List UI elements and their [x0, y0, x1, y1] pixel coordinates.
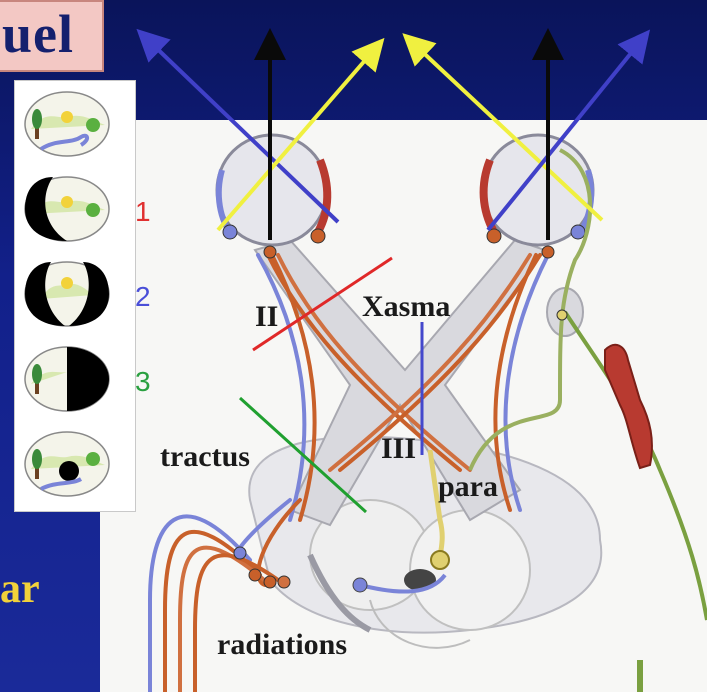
- label-chiasm: Xasma: [362, 290, 451, 323]
- label-optic-nerve: II: [255, 300, 279, 333]
- optic-fibers: [148, 253, 550, 692]
- thumbnail-number-2: 2: [135, 281, 151, 312]
- parasympathetic-fiber: [352, 449, 450, 594]
- lesion-line-3: [238, 396, 368, 514]
- nucleus-dark: [404, 569, 436, 591]
- arrow-blue-left: [136, 28, 340, 224]
- label-third-nucleus: III: [381, 432, 417, 465]
- visual-field-deficit-2: [24, 261, 110, 327]
- visual-field-thumbnails: 1 2 3: [14, 80, 151, 512]
- visual-field-arrows: [136, 28, 651, 240]
- slide-title: uel: [2, 4, 75, 64]
- slide-subtitle: ar: [0, 566, 40, 612]
- geniculate-bodies: [233, 546, 291, 589]
- arrow-yellow-left: [216, 37, 385, 232]
- ciliary-nerve: [468, 148, 707, 692]
- arrow-yellow-right: [402, 33, 604, 222]
- title-box: uel: [0, 0, 104, 72]
- visual-field-scotoma: [24, 431, 110, 497]
- label-para: para: [438, 470, 498, 503]
- arrow-blue-right: [486, 29, 651, 232]
- lesion-marks: [238, 256, 424, 514]
- artery: [604, 343, 653, 470]
- radiations-arrow: [307, 553, 372, 633]
- visual-field-deficit-1: [24, 176, 110, 242]
- label-radiations: radiations: [217, 628, 348, 661]
- lesion-line-1: [252, 256, 393, 352]
- visual-field-deficit-3: [24, 346, 110, 412]
- thumbnail-number-3: 3: [135, 366, 151, 397]
- label-tract: tractus: [160, 440, 250, 473]
- thumbnail-number-1: 1: [135, 196, 151, 227]
- visual-field-normal: [24, 91, 110, 157]
